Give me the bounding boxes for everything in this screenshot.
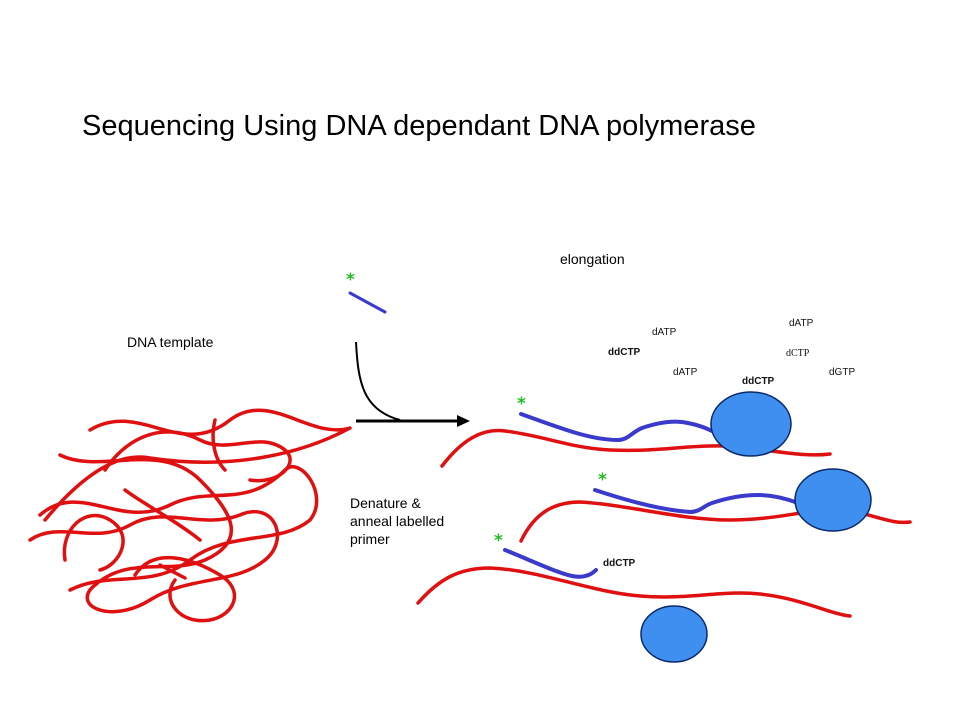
dna-template-label: DNA template: [127, 334, 214, 350]
nucleotide-label: dATP: [789, 318, 814, 329]
polymerase-2: [794, 468, 872, 532]
process-arrowhead: [457, 415, 470, 427]
denature-line-2: anneal labelled: [350, 513, 445, 529]
label-marker-free-primer: *: [346, 270, 355, 290]
tangled-dna-template: [28, 408, 352, 623]
nucleotide-label: dATP: [673, 367, 698, 378]
template-strand-3: [416, 566, 852, 618]
nucleotide-label: dCTP: [786, 348, 810, 359]
slide-title: Sequencing Using DNA dependant DNA polym…: [82, 110, 756, 142]
nucleotide-label: dATP: [652, 327, 677, 338]
nucleotide-label: ddCTP: [742, 376, 775, 387]
elongation-label: elongation: [560, 251, 625, 267]
label-marker-strand-1: *: [517, 394, 526, 414]
free-primer: [348, 291, 387, 314]
nucleotide-label: ddCTP: [603, 558, 636, 569]
nucleotide-label: dGTP: [829, 367, 856, 378]
primer-strand-1: [519, 412, 714, 443]
primer-strand-2: [593, 488, 800, 515]
process-curve: [355, 341, 401, 421]
polymerase-1: [710, 391, 792, 457]
polymerase-3: [640, 605, 708, 663]
label-marker-strand-3: *: [494, 531, 503, 551]
denature-line-3: primer: [350, 531, 390, 547]
label-marker-strand-2: *: [598, 470, 607, 490]
denature-anneal-label: Denature & anneal labelled primer: [350, 494, 444, 548]
primer-strand-3: [503, 548, 598, 579]
nucleotide-label: ddCTP: [608, 347, 641, 358]
denature-line-1: Denature &: [350, 495, 421, 511]
